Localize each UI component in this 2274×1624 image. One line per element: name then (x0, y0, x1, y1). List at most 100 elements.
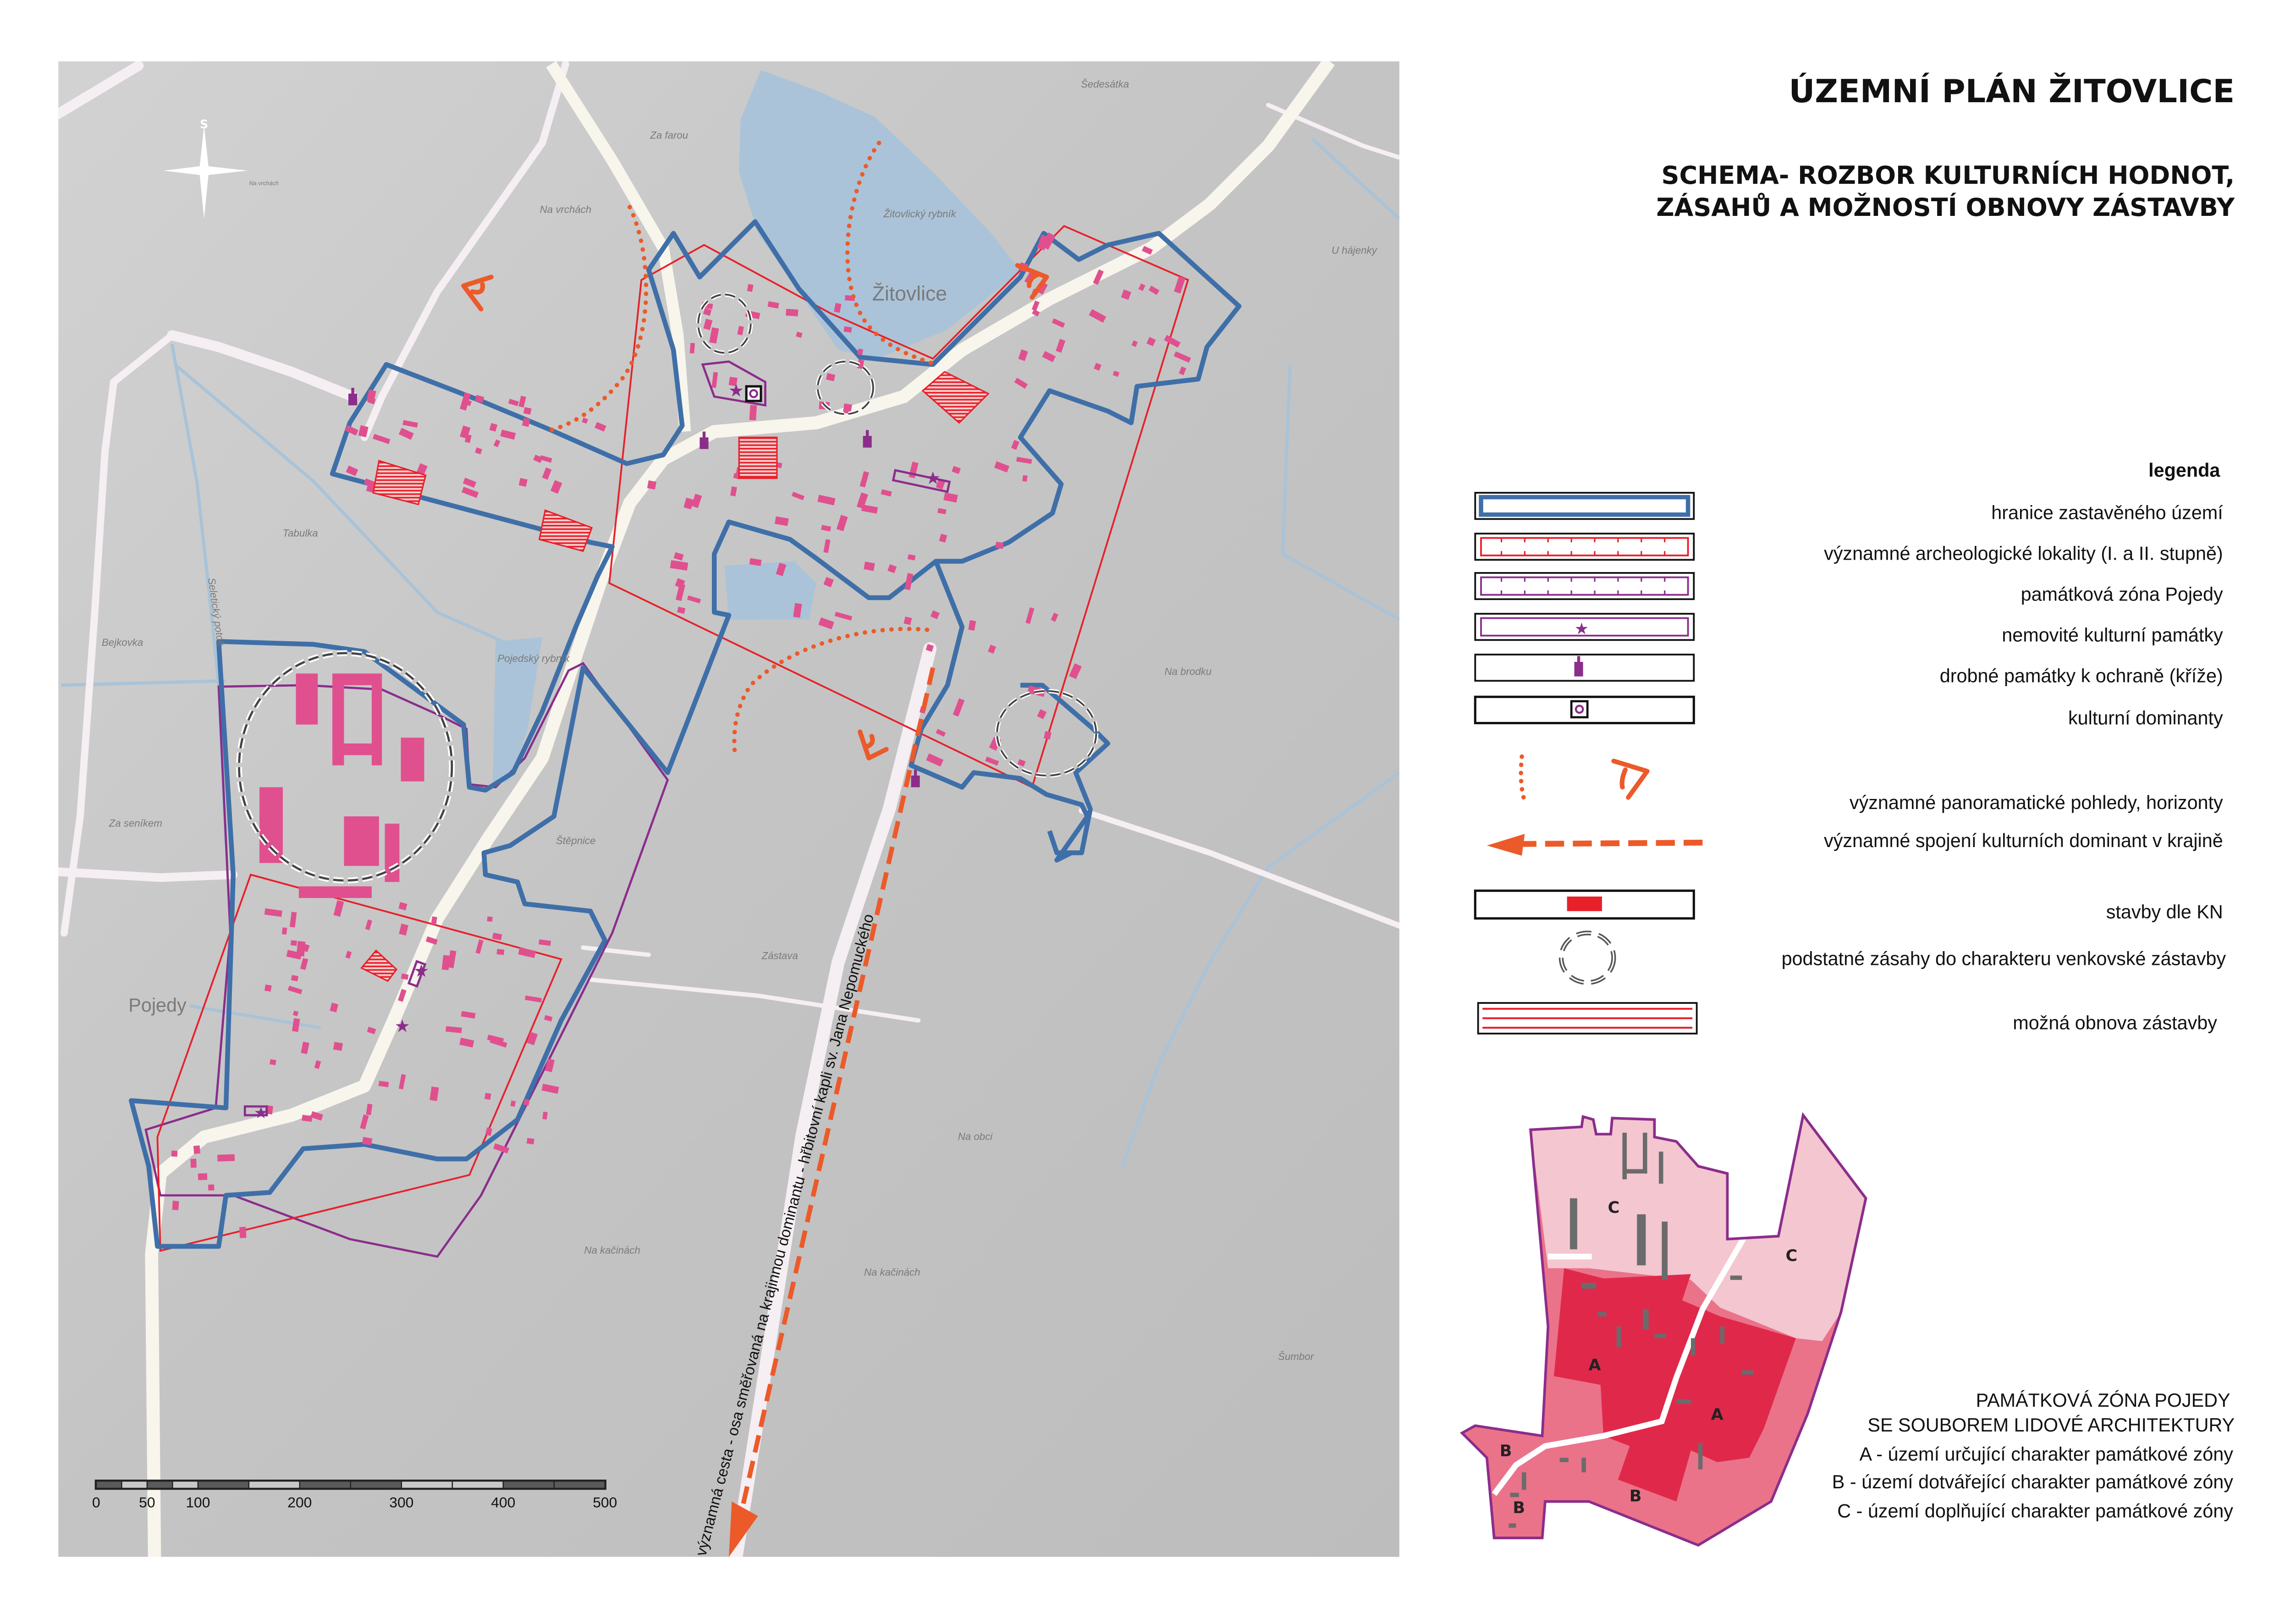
building (968, 620, 976, 631)
archeology-site-north (608, 225, 1189, 789)
archeology-sites (156, 225, 1189, 1252)
view-arrow-icon (1015, 263, 1049, 300)
field-paths (58, 61, 1399, 1557)
inset-building (1698, 1443, 1703, 1470)
inset-building (1522, 1472, 1526, 1490)
place-label: Na vrchách (540, 204, 592, 215)
building (904, 573, 914, 590)
inset-building (1643, 1309, 1649, 1330)
zone-letter-b: B (1630, 1487, 1642, 1506)
building (775, 516, 789, 526)
scale-bar-segment (300, 1481, 350, 1488)
place-label: Šedesátka (1081, 78, 1129, 90)
building (217, 1154, 235, 1162)
crucifix-icon (348, 388, 358, 406)
building (1142, 246, 1153, 255)
legend-heading: legenda (2148, 460, 2220, 481)
place-label: Za seníkem (109, 817, 162, 829)
building (264, 984, 272, 992)
legend-label: památková zóna Pojedy (2021, 584, 2223, 605)
view-arrows (461, 263, 1049, 760)
zone-outline (1459, 1112, 1867, 1547)
pond-pojedsky-rybnik (492, 637, 543, 787)
crucifix-icon (1574, 656, 1583, 677)
scale-bar-label: 300 (389, 1494, 413, 1510)
building (296, 941, 306, 957)
inset-building (1622, 1169, 1647, 1174)
building (425, 936, 438, 945)
legend-item-crosses: drobné památky k ochraně (kříže) (1474, 654, 2223, 686)
legend-item-boundary: hranice zastavěného území (1474, 492, 2223, 523)
built-up-boundary (128, 219, 1242, 1249)
legend-item-renewal: možná obnova zástavby (1477, 1002, 2217, 1035)
scale-bar-segment (173, 1481, 198, 1488)
building (1094, 363, 1101, 371)
zone-letter-c: C (1786, 1247, 1798, 1265)
inset-building (1616, 1327, 1621, 1347)
building (378, 1080, 389, 1088)
connection-arrowhead (729, 1501, 758, 1557)
building (1178, 366, 1186, 375)
view-arrow-icon (461, 275, 494, 312)
place-label: Tabulka (283, 527, 318, 539)
building (190, 1158, 197, 1168)
building (818, 617, 834, 630)
scale-bar-label: 100 (186, 1494, 210, 1510)
building (344, 816, 379, 866)
building (493, 439, 501, 447)
place-label: Zástava (761, 950, 798, 962)
building (728, 376, 738, 386)
place-label: Na kačinách (864, 1266, 920, 1278)
building (239, 1227, 247, 1239)
inset-building (1509, 1523, 1516, 1528)
building (431, 916, 437, 925)
main-road (145, 61, 1335, 1557)
place-label: Na kačinách (584, 1244, 640, 1256)
building (346, 465, 358, 476)
building (925, 644, 934, 652)
building (826, 373, 836, 381)
zone-letter-a: A (1711, 1406, 1723, 1424)
building (1138, 283, 1145, 291)
building (711, 372, 718, 388)
scale-bar-segment (198, 1481, 248, 1488)
inset-title-line-1: PAMÁTKOVÁ ZÓNA POJEDY (1976, 1390, 2230, 1411)
field-path (581, 945, 651, 957)
legend-item-buildings: stavby dle KN (1474, 889, 2223, 923)
building (292, 1018, 300, 1032)
building (330, 1002, 339, 1013)
map-area[interactable]: ★ ★ ★ ★ ★ S Šedesátka Za farou Na vrchác… (58, 61, 1399, 1558)
inset-building (1654, 1333, 1666, 1338)
building (817, 495, 836, 506)
inset-buildings (1509, 1133, 1754, 1528)
building (857, 348, 864, 355)
building (1031, 300, 1040, 311)
building (821, 525, 831, 532)
building (398, 428, 414, 440)
inset-building (1658, 1151, 1663, 1184)
building (401, 738, 424, 782)
building (533, 454, 543, 463)
building (296, 673, 318, 725)
building (366, 1103, 373, 1115)
zone-road (1492, 1234, 1748, 1496)
building (1043, 731, 1052, 740)
farm-buildings (259, 673, 424, 898)
building (398, 902, 407, 911)
crucifix-icon (911, 770, 920, 787)
inset-building (1637, 1214, 1646, 1266)
road-south (729, 642, 937, 1557)
building (776, 562, 787, 577)
red-ticked-swatch (1480, 537, 1689, 556)
scale-bar-segment (97, 1481, 121, 1488)
building (540, 455, 552, 463)
hatch-swatch (1482, 1007, 1693, 1029)
building (887, 564, 897, 573)
building (1148, 286, 1160, 295)
inset-building (1597, 1312, 1607, 1316)
building (786, 308, 798, 317)
building (523, 1098, 530, 1106)
building (475, 939, 484, 954)
building (489, 423, 498, 432)
